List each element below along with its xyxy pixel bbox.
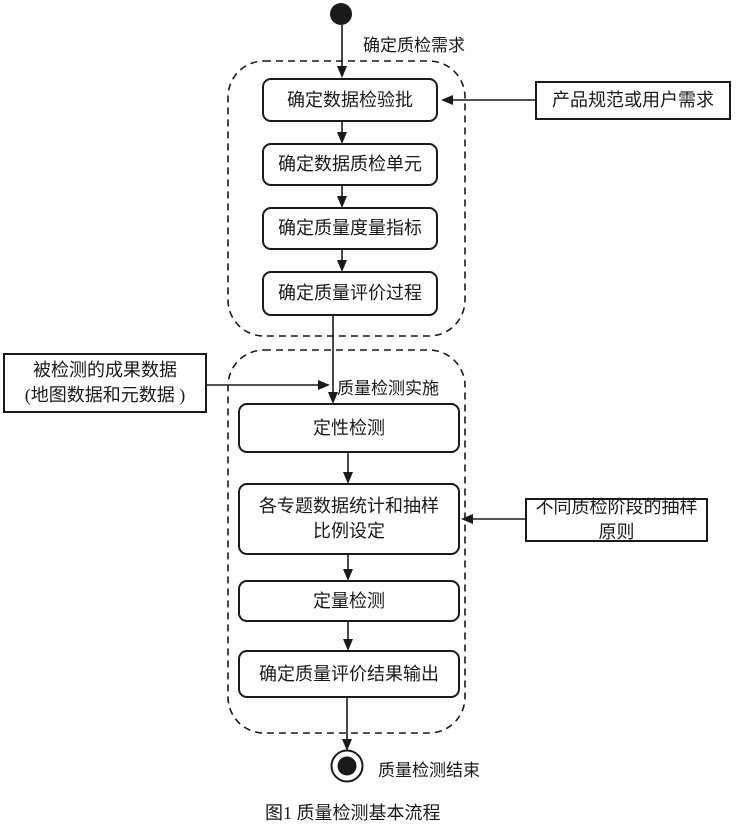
step-determine-quality-unit: 确定数据质检单元 [262,143,438,186]
arrowhead [461,514,473,524]
arrowhead [337,66,347,78]
arrowhead [343,569,353,581]
line1: 各专题数据统计和抽样 [259,496,439,516]
arrowhead [441,95,453,105]
line2: (地图数据和元数据 ) [24,385,186,405]
arrowhead [337,260,347,272]
arrowhead [343,472,353,484]
start-edge-label: 确定质检需求 [363,36,465,55]
figure-caption: 图1 质量检测基本流程 [265,803,441,823]
step-thematic-statistics-sampling-text: 各专题数据统计和抽样 比例设定 [259,494,439,544]
arrowhead [337,132,347,144]
line1: 被检测的成果数据 [33,360,177,380]
arrowhead [328,392,338,404]
step-determine-inspection-batch: 确定数据检验批 [262,78,438,122]
step-determine-quality-metrics: 确定质量度量指标 [262,207,438,250]
line2: 比例设定 [313,521,385,541]
arrowhead [318,380,330,390]
step-thematic-statistics-sampling: 各专题数据统计和抽样 比例设定 [238,483,460,555]
note-inspected-data: 被检测的成果数据 (地图数据和元数据 ) [3,353,207,413]
end-label: 质量检测结束 [378,761,480,780]
arrowhead [337,196,347,208]
note-inspected-data-text: 被检测的成果数据 (地图数据和元数据 ) [25,358,186,408]
step-determine-evaluation-process: 确定质量评价过程 [262,271,438,316]
note-product-spec: 产品规范或用户需求 [535,81,731,120]
start-node [330,3,352,25]
arrowhead [343,639,353,651]
step-quantitative-inspection: 定量检测 [238,580,460,622]
arrowhead [342,739,352,751]
note-sampling-principle: 不同质检阶段的抽样原则 [525,497,708,542]
phase2-label: 质量检测实施 [337,379,439,398]
end-node [330,749,364,783]
step-output-evaluation-result: 确定质量评价结果输出 [238,650,460,698]
phase2-container [227,349,466,734]
step-qualitative-inspection: 定性检测 [238,403,460,453]
